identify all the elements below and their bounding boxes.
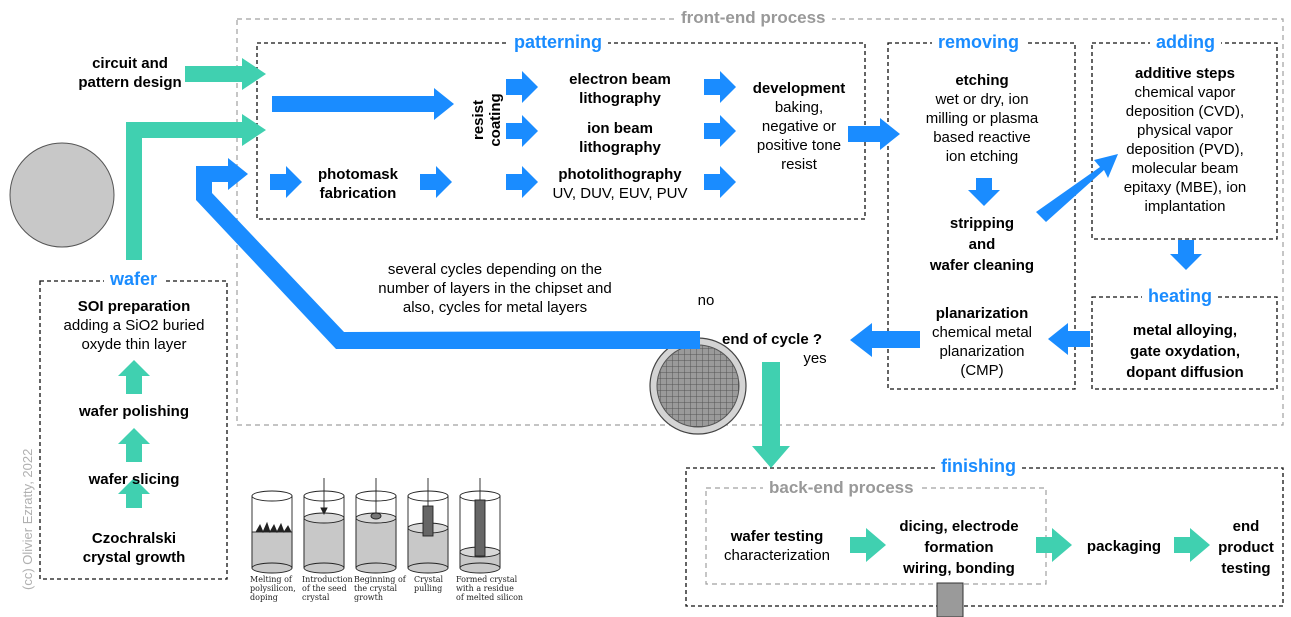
blue-arrows [196,71,1202,357]
crystal-caption-1: Melting of polysilicon, doping [250,575,296,602]
development-label: development baking, negative or positive… [752,80,846,173]
wafer-disc [9,142,115,248]
finishing-header: finishing [935,456,1022,477]
czochralski-label: Czochralski crystal growth [82,530,186,566]
crystal-caption-5: Formed crystal with a residue of melted … [456,575,524,602]
dicing-label: dicing, electrode formation wiring, bond… [899,518,1019,577]
wafer-slicing-label: wafer slicing [88,471,180,488]
additive-steps-label: additive steps chemical vapor deposition… [1123,65,1247,215]
no-label: no [697,292,715,309]
resist-coating-label: resist coating [470,93,504,147]
photomask-fabrication-label: photomask fabrication [317,166,398,202]
cycles-note: several cycles depending on the number o… [378,261,612,316]
patterned-wafer [649,337,747,435]
planarization-label: planarization chemical metal planarizati… [931,305,1033,379]
front-end-process-header: front-end process [675,8,832,28]
chip-package [936,582,964,617]
wafer-testing-label: wafer testing characterization [724,528,830,564]
green-arrows [118,58,1210,562]
finishing-box [685,467,1284,607]
ion-beam-label: ion beam lithography [579,120,661,156]
end-product-testing-label: end product testing [1218,518,1274,577]
heating-steps-label: metal alloying, gate oxydation, dopant d… [1126,322,1244,381]
wafer-header: wafer [104,269,164,290]
wafer-polishing-label: wafer polishing [78,403,189,420]
yes-label: yes [803,350,827,367]
photolithography-label: photolithography UV, DUV, EUV, PUV [552,166,688,202]
etching-label: etching wet or dry, ion milling or plasm… [925,72,1039,165]
credit-text: (cc) Olivier Ezratty, 2022 [20,448,35,590]
back-end-box [705,487,1047,585]
crystal-caption-4: Crystal pulling [414,575,444,593]
end-of-cycle-label: end of cycle ? [721,331,823,348]
stripping-label: stripping and wafer cleaning [929,215,1035,274]
crystal-caption-2: Introduction of the seed crystal [302,575,353,602]
packaging-label: packaging [1086,538,1162,555]
czochralski-illustrations [251,478,501,574]
circuit-design-label: circuit and pattern design [78,55,182,91]
back-end-process-header: back-end process [763,478,920,498]
removing-header: removing [932,32,1026,53]
crystal-caption-3: Beginning of the crystal growth [354,575,406,602]
soi-preparation-label: SOI preparation adding a SiO2 buried oxy… [63,298,205,353]
patterning-header: patterning [508,32,608,53]
heating-header: heating [1142,286,1219,307]
electron-beam-label: electron beam lithography [569,71,671,107]
adding-header: adding [1150,32,1221,53]
